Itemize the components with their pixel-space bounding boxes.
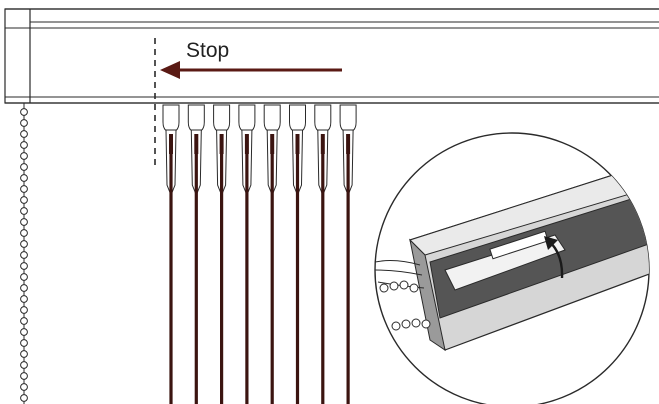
chain-bead (20, 119, 28, 127)
chain-bead (20, 152, 28, 160)
clip-slot (244, 134, 249, 154)
clip-slot (194, 134, 199, 154)
chain-bead (20, 240, 28, 248)
carrier-hook (187, 104, 205, 133)
carrier (238, 104, 256, 404)
headrail-body (4, 8, 659, 104)
headrail-track (4, 8, 659, 104)
clip-slot (219, 134, 224, 154)
clip-slot (169, 134, 173, 154)
chain-bead (20, 229, 28, 237)
carrier (187, 104, 205, 404)
detail-zoom-circle (374, 132, 650, 404)
bead-chain (20, 103, 28, 404)
chain-bead (20, 383, 28, 391)
carrier (213, 104, 231, 404)
chain-bead (20, 372, 28, 380)
chain-bead (20, 317, 28, 325)
clip-slot (270, 134, 275, 154)
carrier (339, 104, 357, 404)
chain-bead (20, 141, 28, 149)
carrier (263, 104, 281, 404)
clip-slot (346, 134, 351, 154)
chain-bead (20, 130, 28, 138)
carrier-hook (339, 104, 357, 133)
chain-bead (20, 350, 28, 358)
chain-bead (20, 361, 28, 369)
carrier-hook (238, 104, 256, 133)
carrier-row (162, 104, 357, 404)
chain-bead (20, 174, 28, 182)
chain-bead (20, 394, 28, 402)
carrier (289, 104, 306, 404)
chain-bead (20, 196, 28, 204)
detail-beads (379, 280, 431, 331)
chain-bead (20, 339, 28, 347)
chain-bead (20, 108, 28, 116)
chain-bead (20, 185, 28, 193)
carrier-hook (213, 104, 231, 133)
chain-bead (20, 251, 28, 259)
chain-bead (20, 306, 28, 314)
chain-bead (20, 295, 28, 303)
chain-bead (20, 328, 28, 336)
stop-label: Stop (186, 39, 229, 62)
chain-bead (20, 163, 28, 171)
chain-bead (20, 218, 28, 226)
carrier (162, 104, 180, 404)
stop-arrow-icon (160, 61, 342, 79)
chain-bead (20, 207, 28, 215)
chain-bead (20, 284, 28, 292)
chain-bead (20, 273, 28, 281)
chain-bead (20, 262, 28, 270)
carrier-hook (162, 104, 180, 133)
clip-slot (320, 134, 325, 154)
clip-slot (295, 134, 300, 154)
carrier-hook (314, 104, 332, 133)
carrier-hook (263, 104, 281, 133)
carrier (314, 104, 332, 404)
detail-slider (489, 230, 549, 260)
detail-end-face (409, 238, 446, 352)
rotate-arrow-icon (544, 236, 564, 279)
carrier-hook (289, 104, 306, 133)
